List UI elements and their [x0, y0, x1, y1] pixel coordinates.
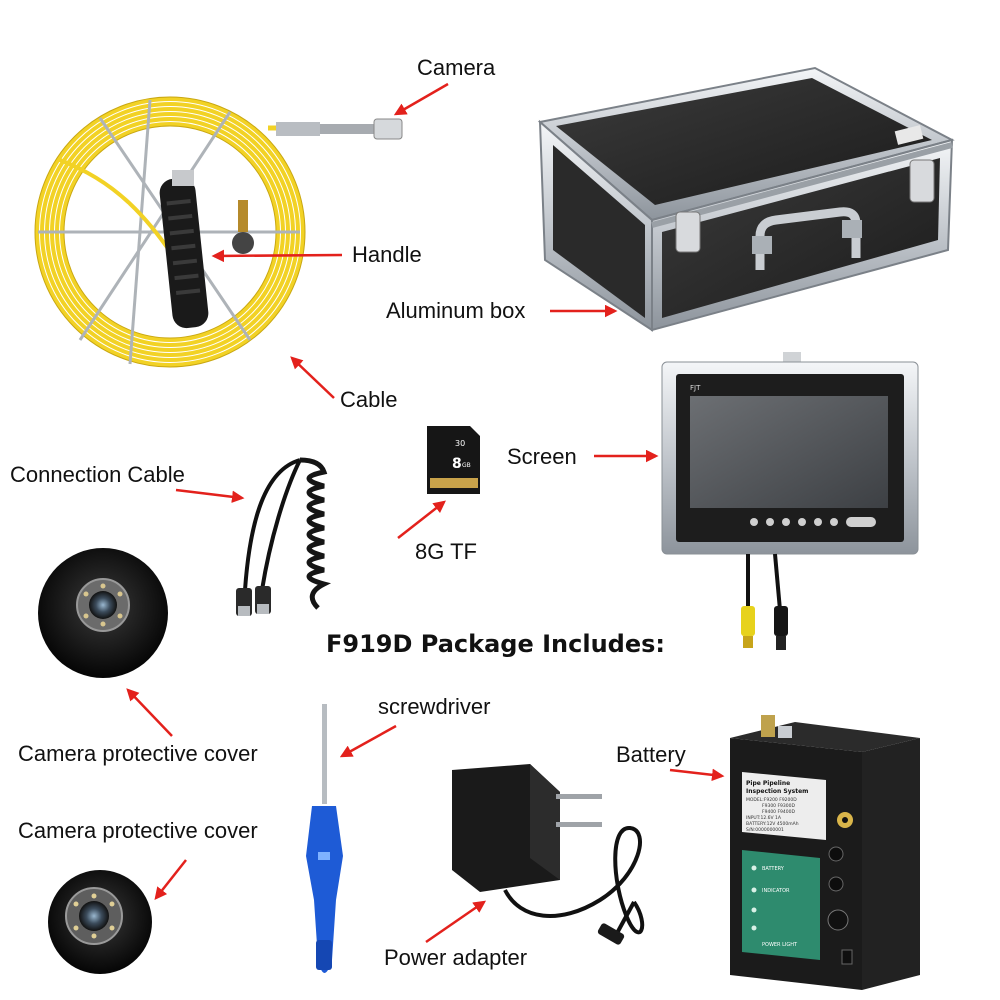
sd-card: 30 8 GB: [427, 426, 480, 494]
arrow-camera: [393, 82, 449, 116]
arrow-battery: [669, 768, 725, 782]
label-connection-cable: Connection Cable: [10, 462, 185, 487]
label-camera: Camera: [417, 55, 496, 80]
arrow-tf-card: [397, 500, 446, 539]
label-tf-card: 8G TF: [415, 539, 477, 564]
arrow-cover-large: [126, 688, 173, 737]
label-camera-cover-2: Camera protective cover: [18, 818, 258, 843]
monitor-screen: FJT: [661, 352, 919, 650]
power-adapter: [452, 764, 645, 945]
battery-spec-1: F9300 F9300D: [762, 803, 796, 809]
battery-spec-2: F9400 F9400D: [762, 809, 796, 815]
connection-cable: [236, 457, 332, 616]
package-title: F919D Package Includes:: [326, 630, 665, 658]
arrow-connection-cable: [175, 488, 245, 504]
screen-buttons: [750, 517, 876, 527]
arrow-handle: [211, 249, 343, 263]
battery-panel-2: POWER LIGHT: [762, 942, 798, 948]
screwdriver: [306, 704, 343, 973]
arrow-power-adapter: [425, 900, 487, 944]
battery-spec-4: BATTERY:12V 4500mAh: [746, 821, 799, 827]
battery-spec-0: MODEL:F9200 F9200D: [746, 797, 797, 803]
arrow-cover-small: [154, 859, 187, 900]
aluminum-box: [537, 66, 955, 332]
label-battery: Battery: [616, 742, 686, 767]
battery-header-2: Inspection System: [746, 788, 808, 795]
camera-head: [268, 118, 403, 140]
sd-speed: 30: [455, 439, 465, 448]
label-camera-cover-1: Camera protective cover: [18, 741, 258, 766]
sd-size: 8: [452, 456, 462, 472]
arrow-screwdriver: [339, 724, 397, 758]
arrow-cable: [290, 356, 335, 399]
cable-reel: [34, 96, 403, 368]
label-cable: Cable: [340, 387, 398, 412]
battery-panel-0: BATTERY: [762, 866, 785, 872]
battery-box: Pipe Pipeline Inspection System MODEL:F9…: [730, 715, 920, 990]
label-power-adapter: Power adapter: [384, 945, 528, 970]
sd-unit: GB: [462, 462, 471, 469]
label-handle: Handle: [352, 242, 422, 267]
label-screen: Screen: [507, 444, 577, 469]
pointer-arrows: [126, 82, 725, 944]
label-aluminum-box: Aluminum box: [386, 298, 526, 323]
screen-brand: FJT: [690, 384, 701, 392]
battery-spec-3: INPUT:12.6V 1A: [746, 815, 782, 821]
camera-cover-large: [38, 548, 168, 678]
battery-panel-1: INDICATOR: [762, 888, 790, 894]
battery-spec-5: S/N:0000000001: [746, 827, 784, 833]
label-screwdriver: screwdriver: [378, 694, 491, 719]
handle-grip: [159, 170, 209, 329]
camera-cover-small: [48, 870, 152, 974]
battery-header-1: Pipe Pipeline: [746, 780, 790, 787]
